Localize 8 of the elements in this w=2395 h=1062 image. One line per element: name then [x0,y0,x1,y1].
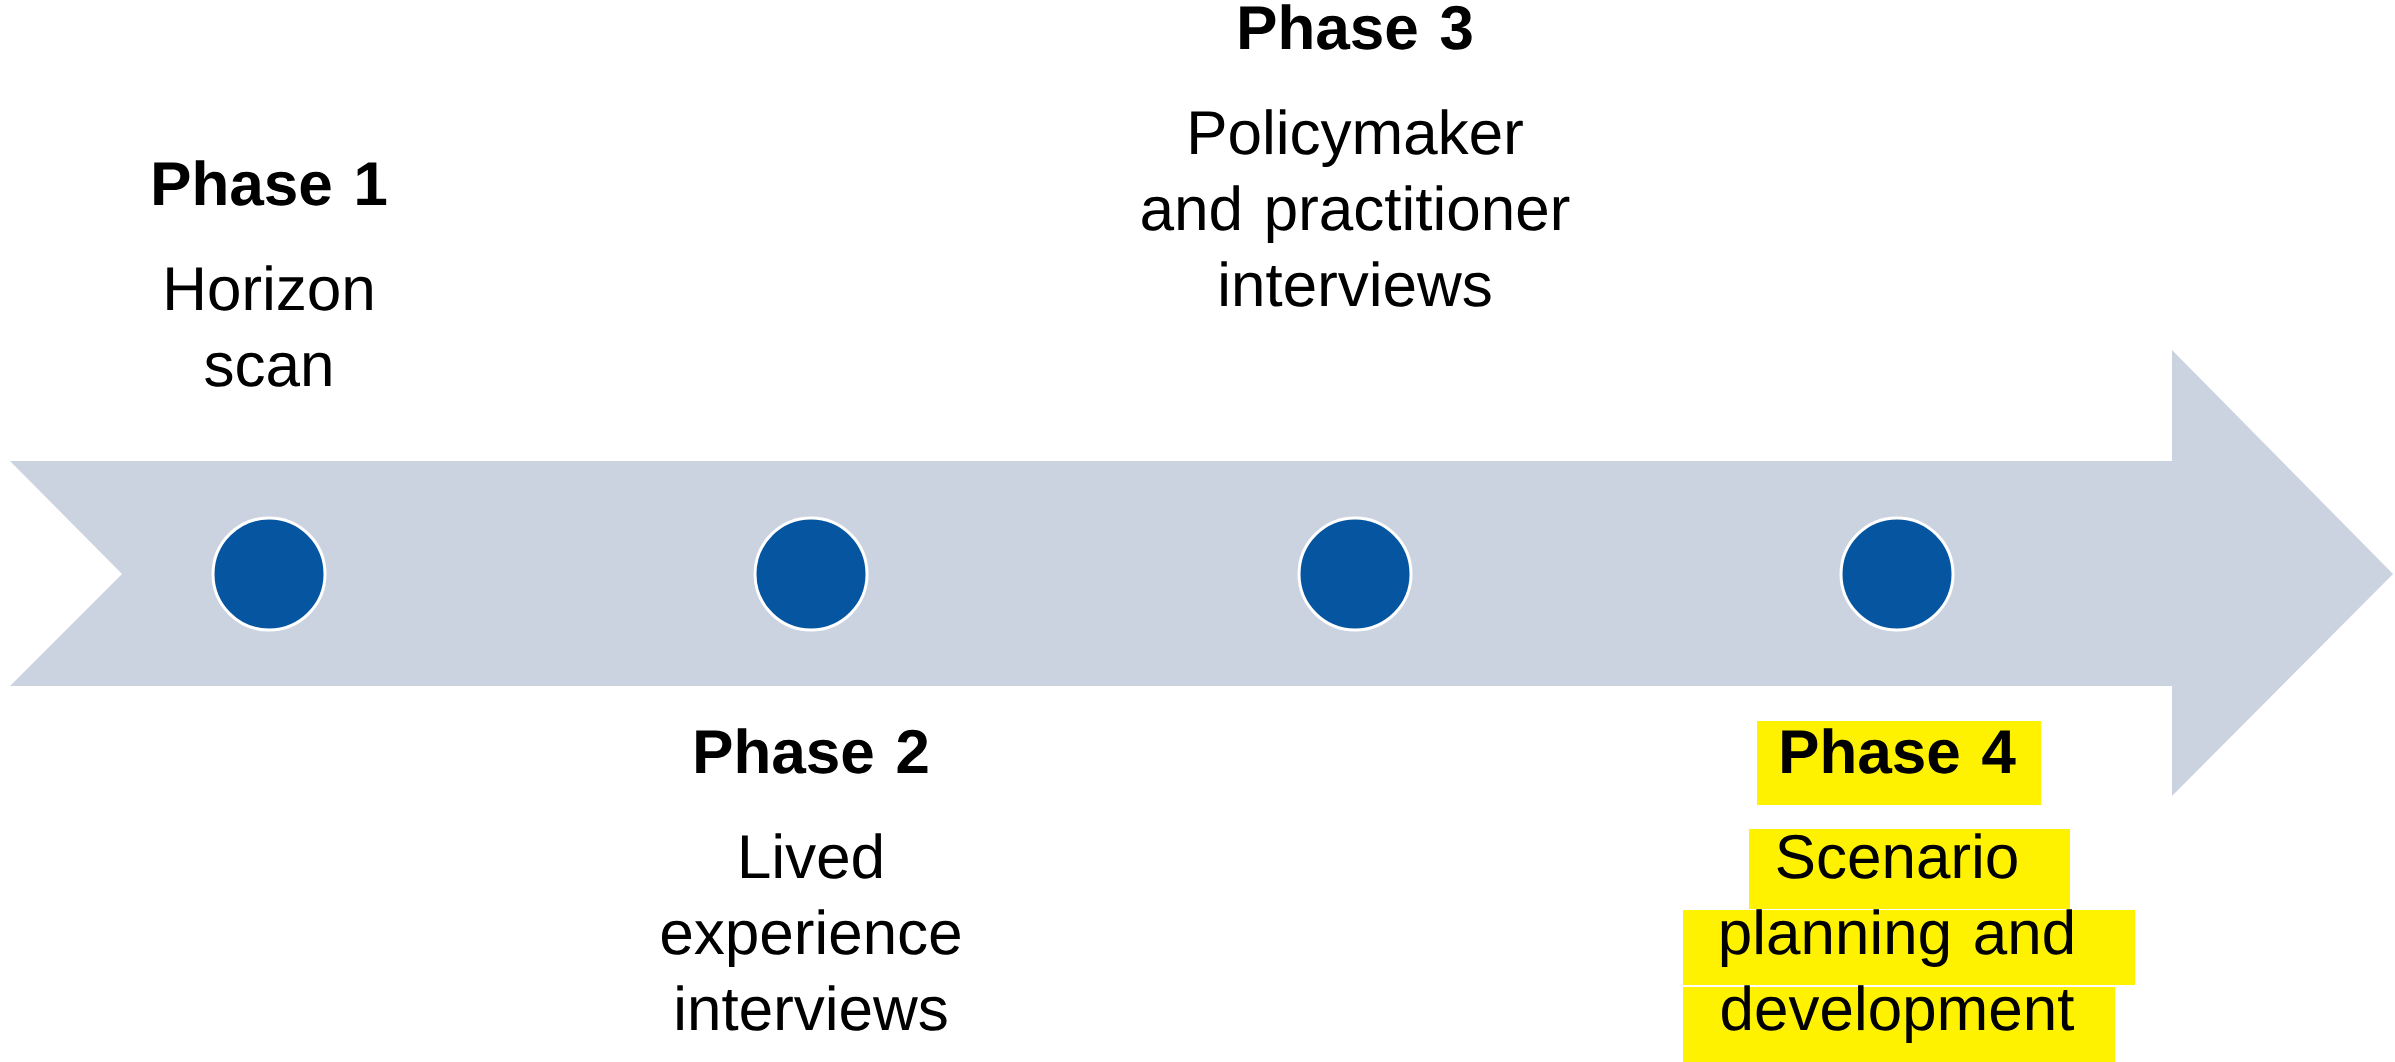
milestone-dot [211,516,327,632]
milestone-dot [1839,516,1955,632]
phase-label: Phase 4 Scenario planning and development [1721,728,2074,1043]
milestone-dot [753,516,869,632]
milestone-dot [1297,516,1413,632]
phase-label: Phase 1 Horizon scan [154,160,387,387]
phase-label: Phase 3 Policymaker and practitioner interviews [1142,4,1570,307]
phase-label: Phase 2 Lived experience interviews [662,728,960,1031]
